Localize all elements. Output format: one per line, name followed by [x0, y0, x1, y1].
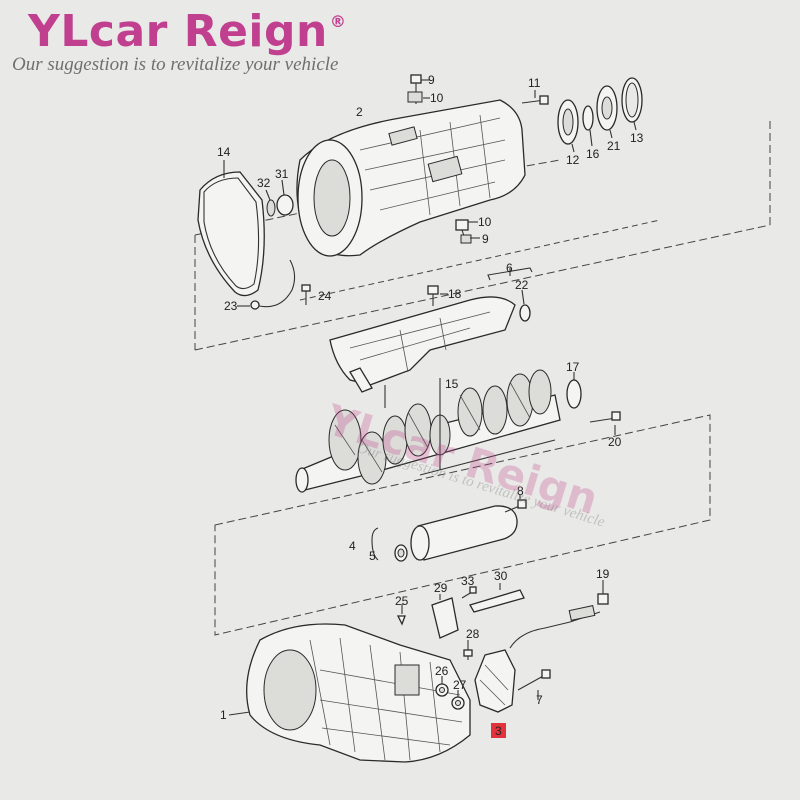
part-17-ring: [566, 372, 582, 409]
callout-11: 11: [528, 76, 541, 90]
part-7-bolt: [517, 669, 551, 700]
callout-25: 25: [395, 594, 409, 608]
callout-10: 10: [430, 91, 444, 105]
part-11-bolt: [521, 90, 549, 105]
brand-logo: YLcar Reign®: [28, 6, 346, 57]
part-30-linkage: [469, 583, 525, 613]
callout-5: 5: [369, 549, 376, 563]
callout-9-lower: 9: [482, 232, 489, 246]
callout-labels: 9 10 2 11 12 16 21 13 14 32 31 10 9 23 2…: [217, 73, 644, 722]
callout-7: 7: [536, 693, 543, 707]
part-24-bolt: [301, 284, 311, 305]
part-27-nut: [451, 690, 465, 710]
part-6-shift-housing: [329, 267, 533, 393]
callout-27: 27: [453, 678, 467, 692]
part-14-gasket: [197, 160, 265, 297]
part-31-32-seal: [265, 179, 294, 217]
part-15-gearset: [295, 369, 561, 493]
callout-13: 13: [630, 131, 644, 145]
callout-10-lower: 10: [478, 215, 492, 229]
callout-23: 23: [224, 299, 238, 313]
part-9-10-bolt-top: [407, 74, 430, 104]
callout-29: 29: [434, 581, 448, 595]
part-18-bolt: [427, 285, 448, 306]
callout-30: 30: [494, 569, 508, 583]
callout-16: 16: [586, 147, 600, 161]
callout-4: 4: [349, 539, 356, 553]
brand-slogan: Our suggestion is to revitalize your veh…: [12, 54, 339, 75]
callout-17: 17: [566, 360, 580, 374]
part-3-shift-actuator: [474, 605, 601, 713]
part-33-bolt: [461, 586, 477, 599]
part-8-bolt: [504, 495, 527, 513]
part-23-tube: [237, 259, 296, 310]
callout-6: 6: [506, 261, 513, 275]
part-2-transmission-case: [296, 99, 526, 257]
callout-19: 19: [596, 567, 610, 581]
callout-28: 28: [466, 627, 480, 641]
highlight-box: [491, 723, 506, 738]
part-29-bracket: [431, 594, 459, 639]
callout-21: 21: [607, 139, 621, 153]
part-5-seal: [394, 544, 408, 562]
part-28-screw: [463, 640, 473, 660]
part-10-9-bolt-lower: [455, 219, 480, 244]
part-16-ring: [582, 105, 594, 147]
part-4-cylinder: [371, 505, 518, 561]
part-12-seal: [557, 99, 579, 153]
callout-31: 31: [275, 167, 289, 181]
highlight-callout-3: 3: [491, 723, 506, 738]
callout-12: 12: [566, 153, 580, 167]
part-25-pin: [396, 604, 406, 626]
callout-24: 24: [318, 289, 332, 303]
callout-20: 20: [608, 435, 622, 449]
callout-15: 15: [445, 377, 459, 391]
part-20-bolt: [589, 411, 621, 435]
part-1-clutch-housing: [246, 623, 471, 763]
part-22-seal: [519, 289, 531, 322]
part-21-flange: [596, 85, 618, 139]
brand-name: YLcar Reign: [28, 6, 328, 57]
part-26-nut: [435, 676, 449, 697]
callout-22: 22: [515, 278, 529, 292]
part-13-gasket-ring: [621, 77, 643, 131]
callout-32: 32: [257, 176, 271, 190]
registered-mark: ®: [329, 12, 347, 31]
callout-33: 33: [461, 574, 475, 588]
part-19-bolt: [597, 580, 609, 605]
callout-2: 2: [356, 105, 363, 119]
callout-1: 1: [220, 708, 227, 722]
callout-26: 26: [435, 664, 449, 678]
callout-9: 9: [428, 73, 435, 87]
callout-3: 3: [495, 724, 502, 738]
callout-8: 8: [517, 484, 524, 498]
callout-18: 18: [448, 287, 462, 301]
callout-14: 14: [217, 145, 231, 159]
